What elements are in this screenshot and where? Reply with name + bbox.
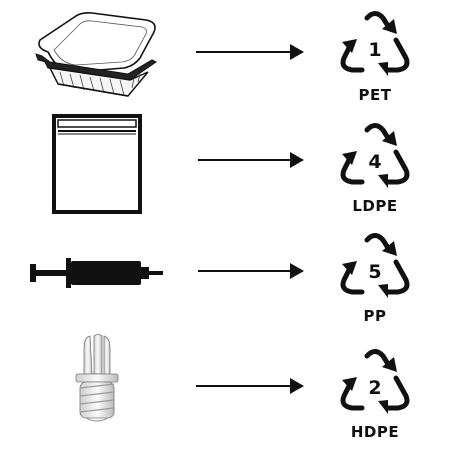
recycle-code-pp: 5 PP [330, 228, 420, 338]
recycle-code-hdpe: 2 HDPE [330, 344, 420, 454]
row-hdpe: 2 HDPE [0, 330, 450, 441]
resin-code-number: 5 [368, 261, 381, 283]
recycle-code-ldpe: 4 LDPE [330, 118, 420, 228]
resin-code-label: PP [363, 307, 387, 325]
zip-bag-image [18, 110, 178, 220]
resin-code-number: 2 [368, 377, 381, 399]
arrow-right-icon [190, 150, 310, 170]
arrow-right-icon [190, 261, 310, 281]
arrow-right-icon [190, 376, 310, 396]
recycle-code-pet: 1 PET [330, 6, 420, 116]
food-container-image [18, 0, 178, 110]
resin-code-label: LDPE [352, 197, 398, 215]
recycle-triangle-icon: 4 [340, 123, 410, 188]
wall-plug-image [18, 330, 178, 440]
arrow-right-icon [190, 42, 310, 62]
resin-code-number: 1 [368, 39, 381, 61]
row-pet: 1 PET [0, 0, 450, 110]
resin-code-label: PET [358, 86, 392, 104]
row-ldpe: 4 LDPE [0, 110, 450, 220]
row-pp: 5 PP [0, 220, 450, 330]
resin-code-label: HDPE [350, 423, 400, 441]
recycle-triangle-icon: 5 [340, 233, 410, 298]
recycle-triangle-icon: 2 [340, 349, 410, 414]
recycle-triangle-icon: 1 [340, 11, 410, 76]
syringe-image [18, 220, 178, 330]
resin-code-number: 4 [368, 151, 381, 173]
